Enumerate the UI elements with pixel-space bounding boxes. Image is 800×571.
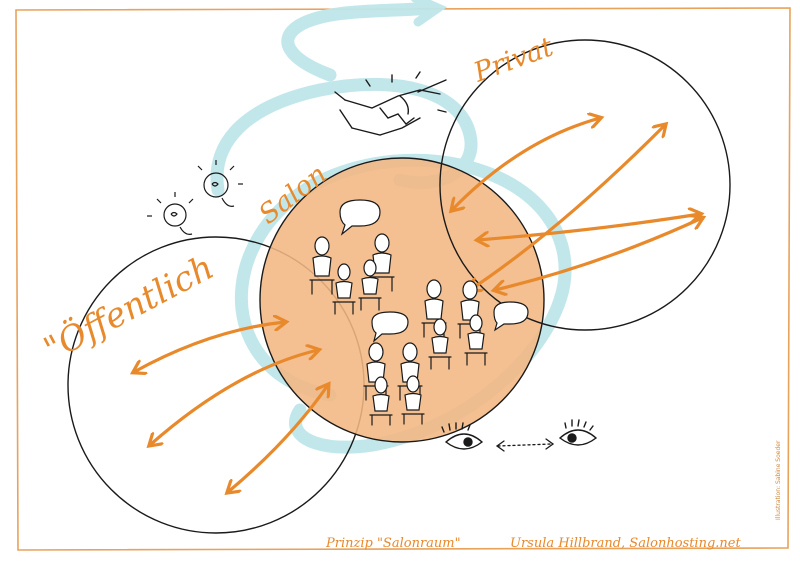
label-privat: Privat [469, 31, 558, 89]
speech-bubble-icon [339, 199, 529, 343]
person [428, 318, 452, 370]
frame-border [15, 7, 791, 551]
footer-prinzip: Prinzip "Salonraum" [325, 536, 461, 551]
person [369, 233, 395, 292]
handshake-icon [334, 71, 447, 136]
person [369, 376, 393, 426]
eye-icon [558, 419, 598, 446]
arrow [228, 385, 328, 492]
person [309, 236, 335, 295]
person [464, 314, 488, 366]
person [421, 279, 447, 338]
exchange-arrows [134, 118, 702, 492]
person [401, 375, 425, 425]
footer-author: Ursula Hillbrand, Salonhosting.net [510, 536, 741, 551]
side-credit: Illustration: Sabine Soeder [775, 440, 782, 520]
eye-icon [441, 422, 484, 450]
dotted-double-arrow [495, 438, 555, 452]
arrow [495, 218, 702, 290]
people-icon [309, 233, 488, 426]
lightbulb-icon [147, 160, 243, 235]
person [358, 259, 382, 311]
person [332, 263, 356, 315]
privat-circle [439, 39, 731, 331]
